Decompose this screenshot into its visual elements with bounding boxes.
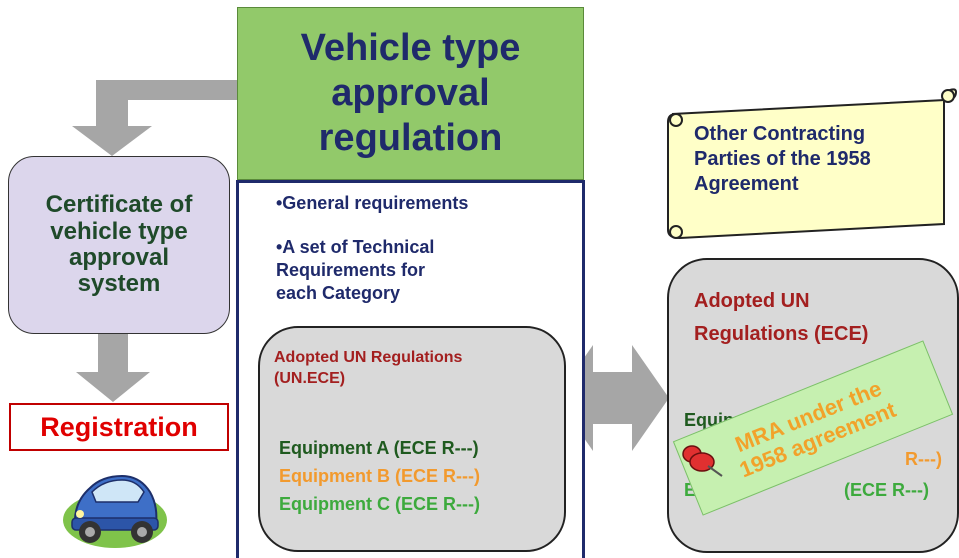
adopted-regulations-label: Adopted UN Regulations (UN.ECE) <box>274 349 463 387</box>
down-arrow-to-registration <box>76 334 150 402</box>
right-adopted-label: Adopted UN Regulations (ECE) <box>694 290 869 345</box>
equipment-a: Equipment A (ECE R---) <box>279 438 479 458</box>
registration-text: Registration <box>40 411 198 442</box>
car-icon <box>63 474 167 548</box>
title-box: Vehicle type approval regulation <box>237 7 584 180</box>
title-text: Vehicle type approval regulation <box>300 27 521 159</box>
bullet-general: •General requirements <box>276 193 469 213</box>
right-equipment-c-suffix: (ECE R---) <box>844 480 929 500</box>
scroll-shape <box>667 88 958 240</box>
adopted-regulations-panel <box>258 326 566 552</box>
certificate-box: Certificate of vehicle type approval sys… <box>8 156 230 334</box>
equipment-b: Equipment B (ECE R---) <box>279 466 480 486</box>
pin-icon <box>682 445 723 477</box>
certificate-text: Certificate of vehicle type approval sys… <box>45 191 193 298</box>
right-equipment-b-suffix: R---) <box>905 449 942 469</box>
scroll-text: Other Contracting Parties of the 1958 Ag… <box>694 123 871 195</box>
down-arrow-to-certificate <box>72 80 237 156</box>
bullet-technical: •A set of Technical Requirements for eac… <box>276 237 435 303</box>
registration-box: Registration <box>9 403 229 451</box>
equipment-c: Equipment C (ECE R---) <box>279 494 480 514</box>
